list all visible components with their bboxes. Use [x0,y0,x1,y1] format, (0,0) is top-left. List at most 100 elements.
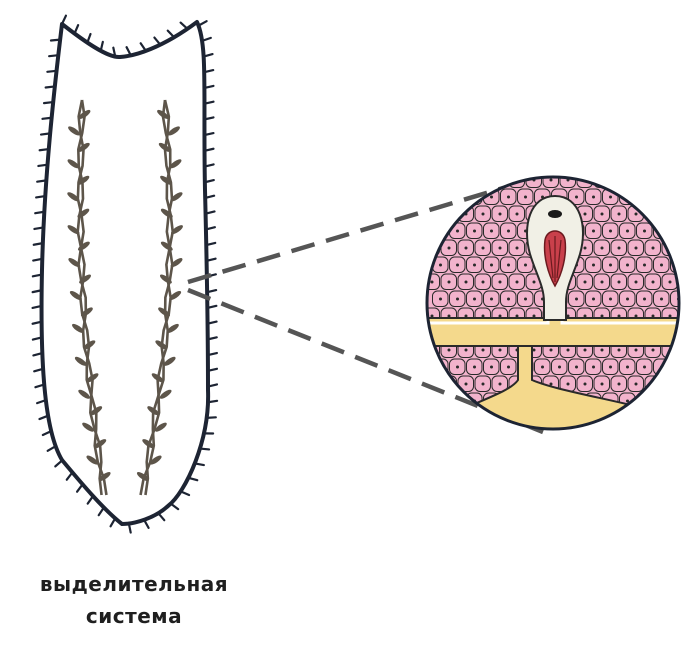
cell-nucleus [507,263,510,267]
cell-nucleus [609,195,612,199]
tissue-cell [661,409,678,426]
tissue-cell [688,359,693,375]
cell-nucleus [677,195,679,199]
cell-nucleus [515,280,519,284]
cell-nucleus [677,434,680,437]
cell-nucleus [456,434,459,437]
tissue-cell [678,177,679,188]
tissue-cell [432,392,449,409]
cell-nucleus [498,212,502,216]
cell-nucleus [430,280,434,284]
canal-branch [171,225,183,235]
cell-nucleus [583,246,587,250]
tissue-cell [619,426,636,429]
cell-nucleus [634,212,638,216]
cell-nucleus [456,297,459,301]
cell-nucleus [651,178,655,182]
cell-nucleus [686,315,689,318]
cell-nucleus [524,434,527,437]
tissue-cell [661,205,678,222]
cell-nucleus [668,314,672,318]
tissue-cell [653,188,670,205]
cell-nucleus [456,229,459,233]
cell-nucleus [617,280,621,284]
cell-nucleus [439,195,442,199]
canal-branch [69,290,82,301]
cell-nucleus [592,297,595,301]
cell-nucleus [651,246,655,250]
cell-nucleus [430,246,434,250]
cell-nucleus [660,297,663,301]
cell-nucleus [634,416,638,420]
cell-nucleus [609,297,612,301]
cell-nucleus [524,297,527,301]
tissue-cell [636,426,653,429]
cell-nucleus [575,365,578,369]
cell-nucleus [592,434,595,437]
cell-nucleus [634,246,638,250]
cell-nucleus [660,399,663,403]
cell-nucleus [464,416,468,420]
cell-nucleus [677,365,679,369]
cell-nucleus [541,365,544,369]
cell-nucleus [668,246,672,250]
cell-nucleus [651,314,655,318]
tissue-cell [427,177,440,188]
cell-nucleus [456,263,459,267]
cell-nucleus [447,280,451,284]
cell-nucleus [473,263,476,267]
cell-nucleus [439,399,442,403]
right-excretory-canal [136,99,183,496]
cell-nucleus [481,178,485,182]
cell-nucleus [575,434,578,437]
cell-nucleus [609,365,612,369]
cell-nucleus [481,348,485,352]
cell-nucleus [600,246,604,250]
cell-nucleus [686,179,689,182]
canal-branch [72,323,84,333]
cell-nucleus [515,212,519,216]
cell-nucleus [541,434,544,437]
cell-nucleus [617,314,621,318]
canal-branch [142,439,155,449]
tissue-cell [653,426,670,429]
tissue-cell [661,177,678,188]
tissue-cell [688,223,693,239]
canal-branch [154,422,167,432]
canal-strand [144,99,174,496]
cell-nucleus [490,263,493,267]
cell-nucleus [609,229,612,233]
canal-branch [98,471,111,482]
cell-nucleus [626,263,629,267]
cell-nucleus [507,229,510,233]
cell-nucleus [651,280,655,284]
tissue-cell [688,325,693,341]
cell-nucleus [626,399,629,403]
cell-nucleus [524,263,527,267]
cell-nucleus [464,178,468,182]
cell-nucleus [464,382,468,386]
left-excretory-canal [67,99,111,496]
cell-nucleus [575,195,578,199]
cell-nucleus [575,297,578,301]
cell-nucleus [430,212,434,216]
cell-nucleus [600,280,604,284]
tissue-cell [449,426,466,429]
cell-nucleus [515,246,519,250]
cell-nucleus [439,229,442,233]
cell-nucleus [430,314,434,318]
cell-nucleus [668,212,672,216]
cell-nucleus [617,178,621,182]
cell-nucleus [481,382,485,386]
cell-nucleus [643,297,646,301]
cell-nucleus [456,195,459,199]
tissue-cell [661,375,678,392]
canal-branch [170,192,183,202]
cell-nucleus [600,212,604,216]
cell-nucleus [481,246,485,250]
tissue-cell [678,239,679,256]
tissue-cell [474,177,491,188]
cell-nucleus [490,365,493,369]
cell-nucleus [583,382,587,386]
tissue-cell [644,177,661,188]
